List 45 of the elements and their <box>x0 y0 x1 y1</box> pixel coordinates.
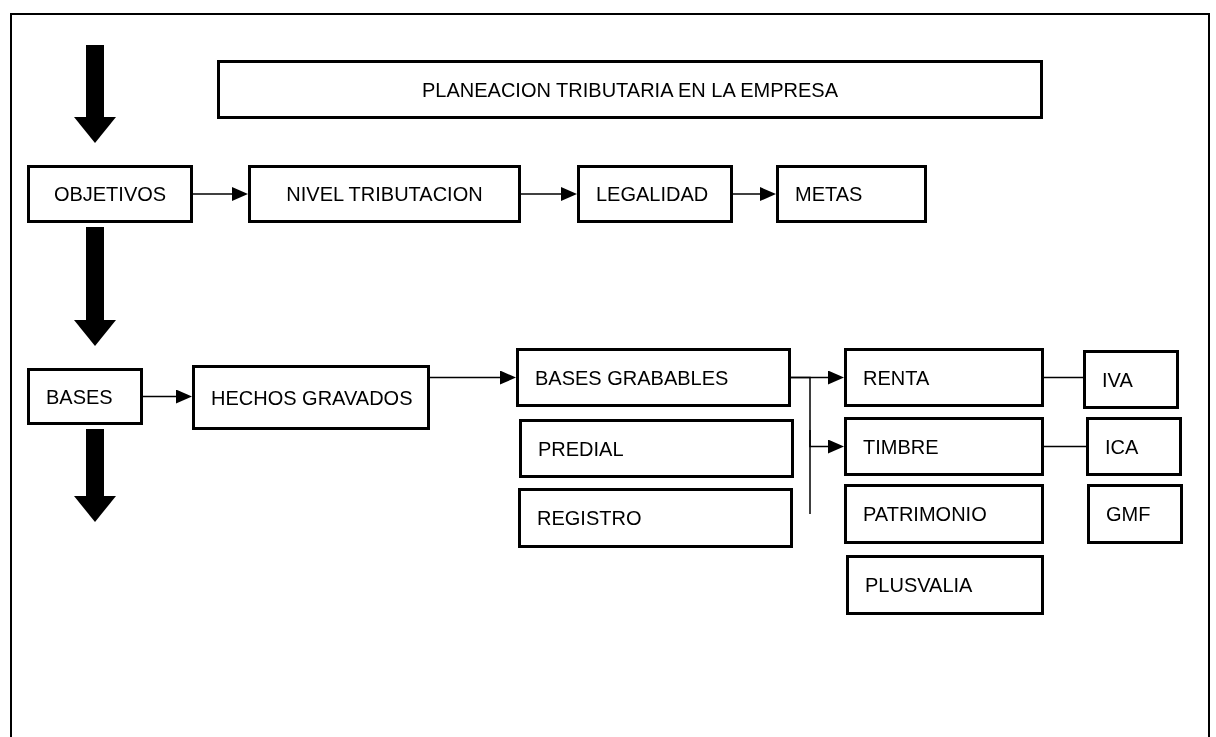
process-box <box>518 488 793 548</box>
arrow <box>790 376 844 454</box>
box-label: REGISTRO <box>537 506 642 531</box>
process-box <box>516 348 791 407</box>
connector-line <box>1043 445 1087 448</box>
arrow <box>429 370 516 385</box>
process-box <box>192 365 430 430</box>
box-label: LEGALIDAD <box>596 182 709 207</box>
arrow <box>732 187 776 201</box>
box-label: OBJETIVOS <box>53 182 167 207</box>
box-label: TIMBRE <box>863 434 939 460</box>
block-arrow <box>74 45 116 143</box>
box-label: GMF <box>1106 502 1151 527</box>
box-label: BASES GRABABLES <box>535 365 729 391</box>
process-box <box>844 417 1044 476</box>
box-label: METAS <box>795 182 863 207</box>
process-box <box>1086 417 1182 476</box>
box-label: PATRIMONIO <box>863 502 987 527</box>
process-box <box>1087 484 1183 544</box>
process-box <box>27 368 143 425</box>
block-arrow <box>74 227 116 346</box>
process-box <box>776 165 927 223</box>
connector-line <box>1043 376 1084 379</box>
process-box <box>577 165 733 223</box>
box-label: HECHOS GRAVADOS <box>211 385 413 411</box>
box-label: PLANEACION TRIBUTARIA EN LA EMPRESA <box>421 77 838 103</box>
box-label: NIVEL TRIBUTACION <box>286 182 483 207</box>
box-label: IVA <box>1102 367 1133 393</box>
process-box <box>844 348 1044 407</box>
process-box <box>248 165 521 223</box>
arrow <box>142 389 192 404</box>
process-box <box>846 555 1044 615</box>
arrow <box>192 187 248 201</box>
block-arrow <box>74 429 116 522</box>
box-label: PREDIAL <box>538 436 624 462</box>
process-box <box>844 484 1044 544</box>
process-box <box>1083 350 1179 409</box>
box-label: BASES <box>46 384 113 410</box>
box-label: ICA <box>1105 434 1139 460</box>
box-label: RENTA <box>863 365 930 391</box>
title-box <box>217 60 1043 119</box>
box-label: PLUSVALIA <box>865 573 973 598</box>
process-box <box>27 165 193 223</box>
arrow <box>520 187 577 201</box>
process-box <box>519 419 794 478</box>
